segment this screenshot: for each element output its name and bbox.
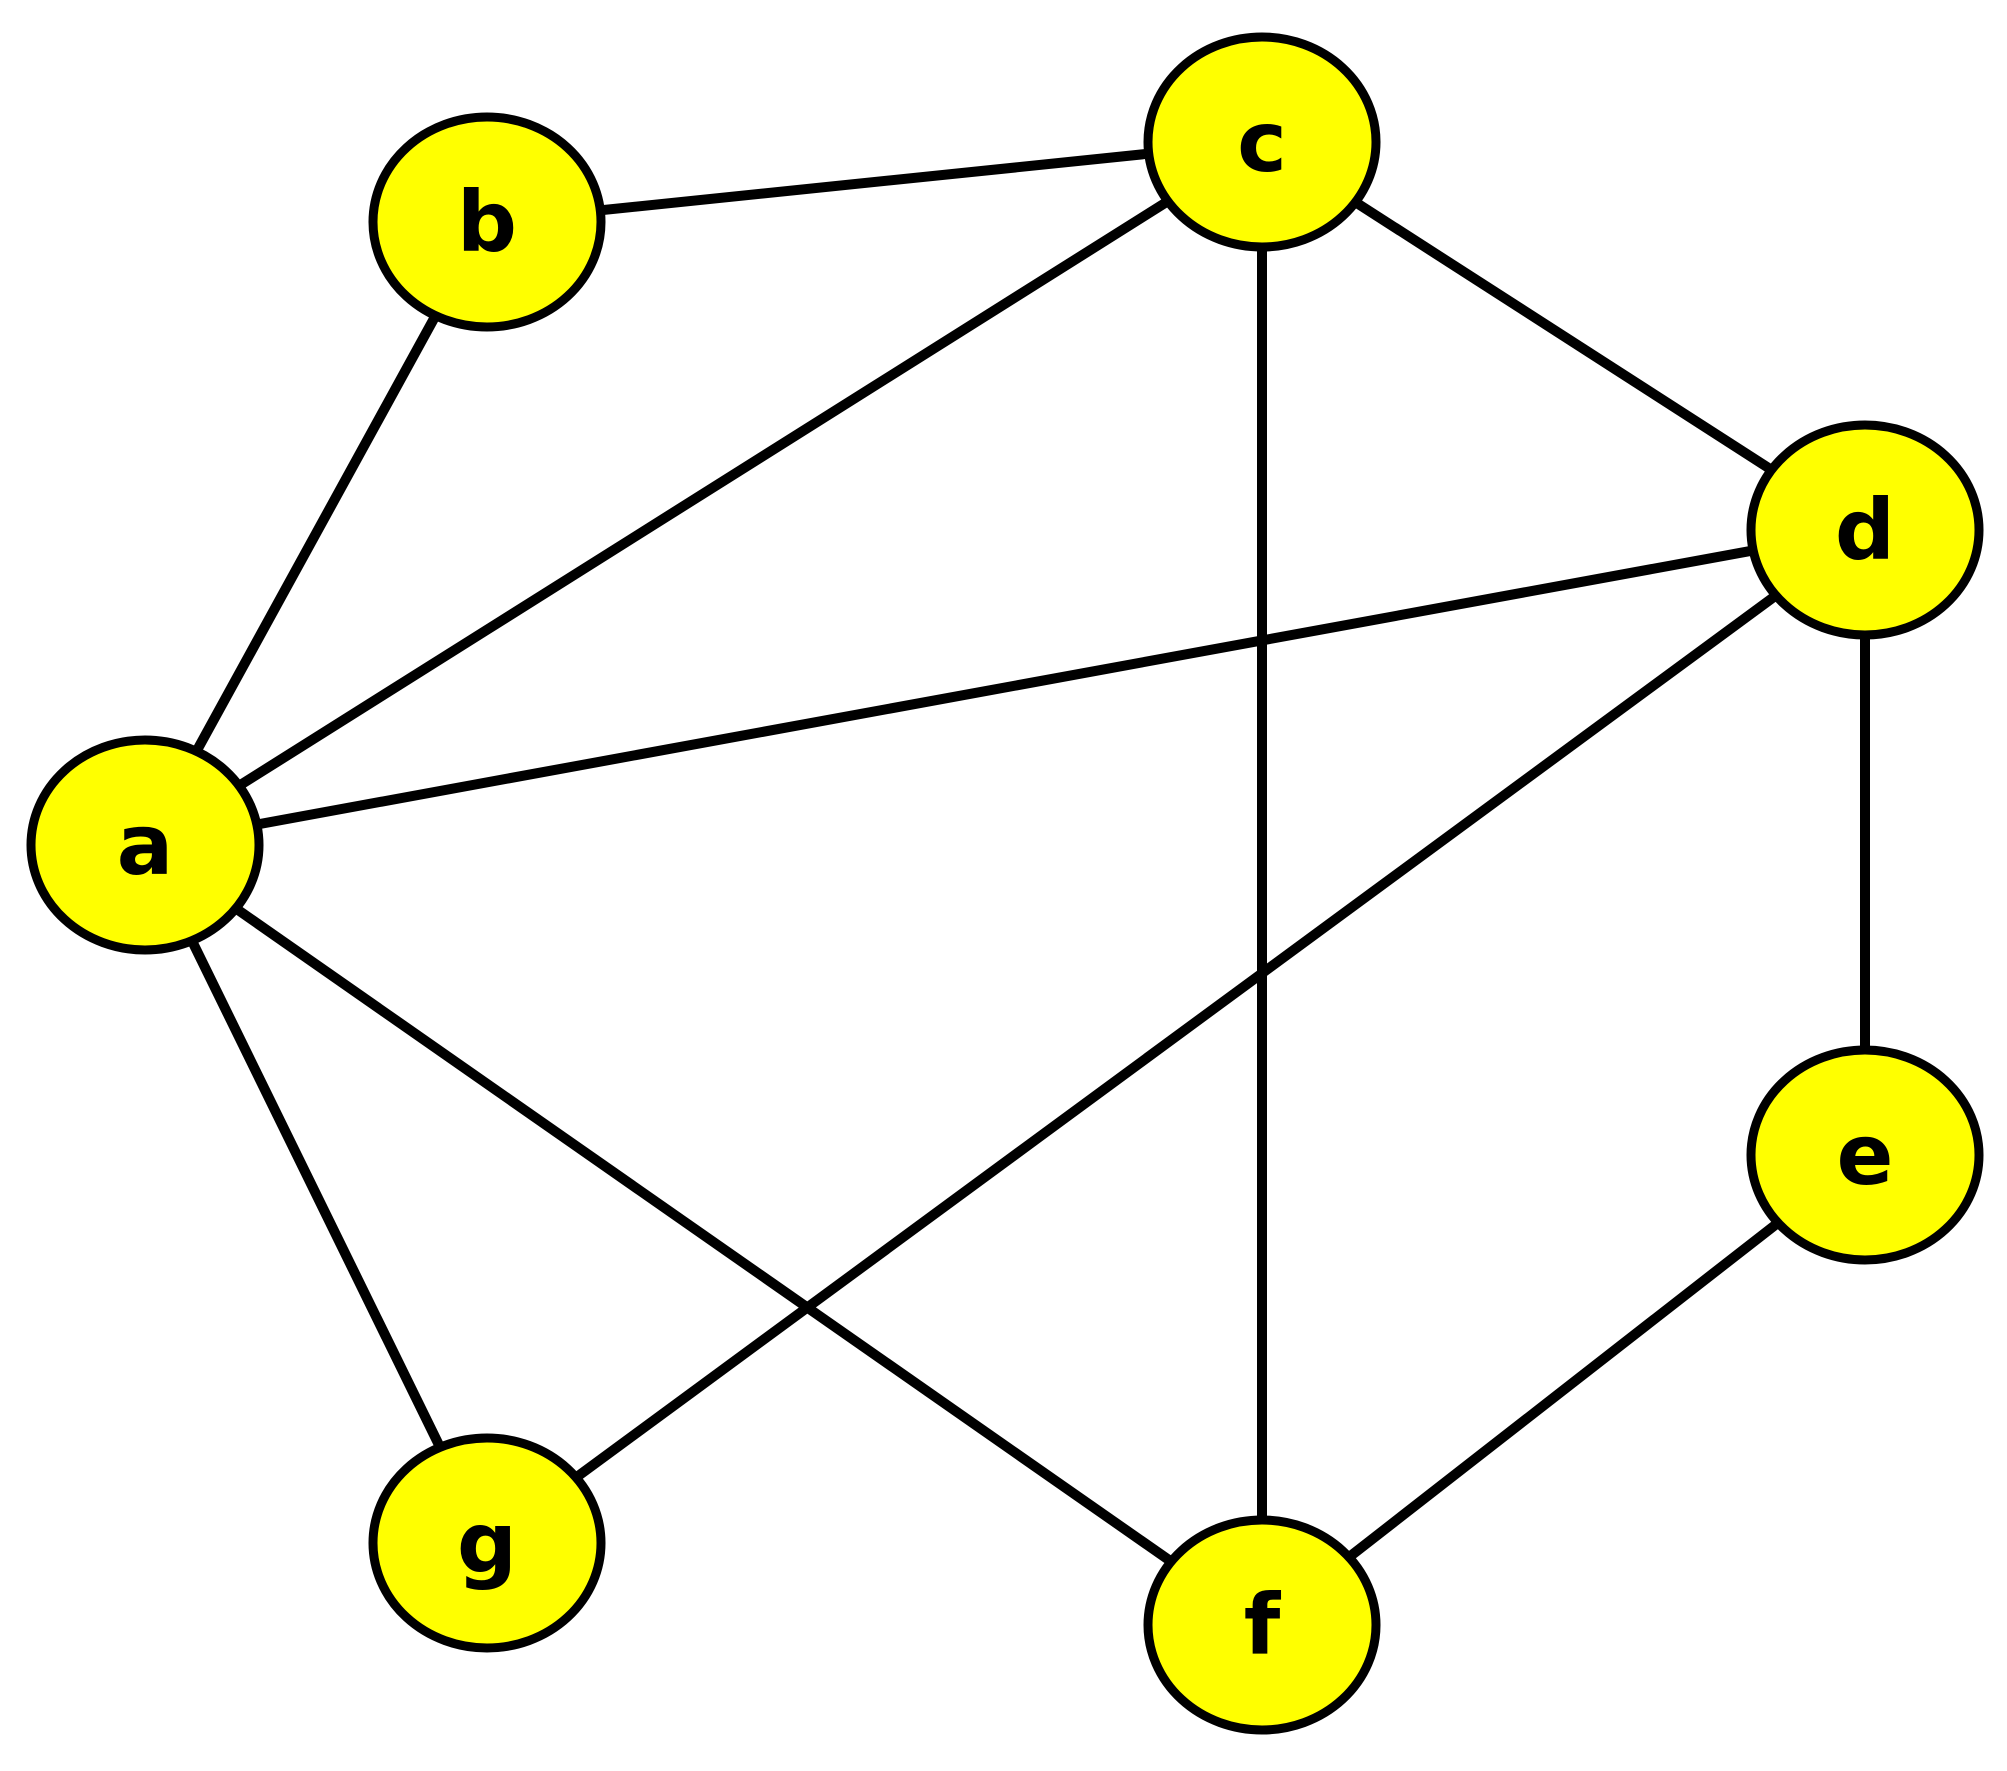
- node-e-circle: [1746, 1045, 1984, 1265]
- node-b-label: b: [457, 173, 517, 271]
- edges-layer: [140, 137, 1870, 1630]
- edge-d-g: [484, 525, 1868, 1548]
- node-g-circle: [368, 1433, 606, 1653]
- nodes-layer: a b c d e f g: [26, 32, 1984, 1735]
- node-f-circle: [1143, 1515, 1381, 1735]
- node-d: d: [1746, 420, 1984, 640]
- node-a: a: [26, 735, 264, 955]
- node-f-label: f: [1244, 1576, 1282, 1674]
- node-a-circle: [26, 735, 264, 955]
- node-b: b: [368, 112, 606, 332]
- edge-e-f: [1258, 1151, 1869, 1629]
- node-d-label: d: [1835, 481, 1895, 579]
- node-c: c: [1143, 32, 1381, 252]
- node-e: e: [1746, 1045, 1984, 1265]
- node-g: g: [368, 1433, 606, 1653]
- edge-a-d: [144, 525, 1866, 850]
- node-b-circle: [368, 112, 606, 332]
- node-e-label: e: [1837, 1106, 1894, 1204]
- node-f: f: [1143, 1515, 1381, 1735]
- node-d-circle: [1746, 420, 1984, 640]
- node-c-label: c: [1237, 93, 1287, 191]
- edge-b-c: [486, 137, 1263, 227]
- node-a-label: a: [117, 796, 174, 894]
- edge-c-d: [1259, 137, 1868, 535]
- node-c-circle: [1143, 32, 1381, 252]
- edge-a-c: [142, 137, 1265, 850]
- node-g-label: g: [457, 1494, 517, 1592]
- edge-a-g: [140, 842, 492, 1546]
- edge-a-f: [142, 840, 1265, 1630]
- edge-a-b: [140, 219, 492, 848]
